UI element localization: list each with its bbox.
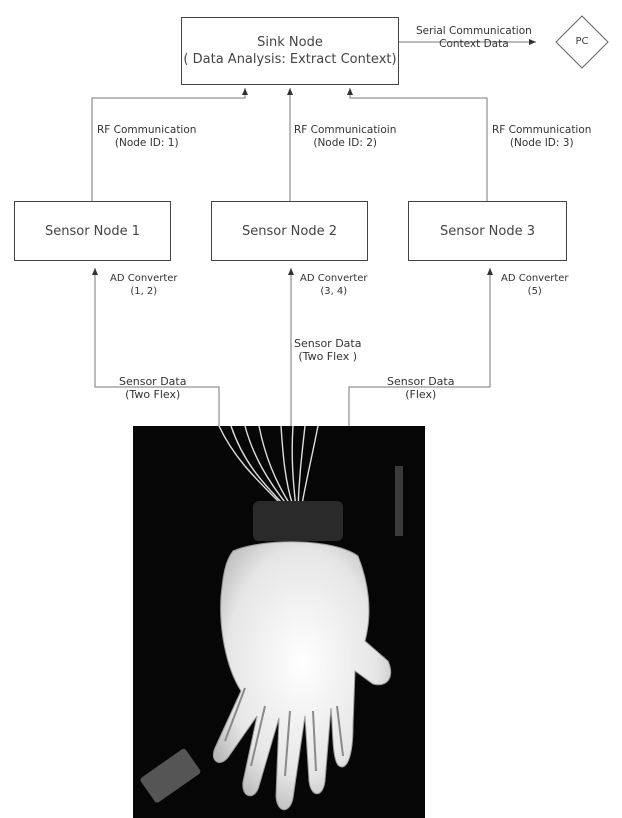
ad-converter-1-line2: (1, 2) <box>110 285 178 298</box>
rf-label-1-line2: (Node ID: 1) <box>97 137 196 150</box>
ad-converter-3-line1: AD Converter <box>501 272 569 285</box>
sensor-node-1-box: Sensor Node 1 <box>14 201 171 261</box>
ad-converter-1: AD Converter (1, 2) <box>110 272 178 298</box>
wrist-connector <box>253 501 343 541</box>
sink-node-title: Sink Node <box>257 34 323 51</box>
sensor-node-2-box: Sensor Node 2 <box>211 201 368 261</box>
sink-node-subtitle: ( Data Analysis: Extract Context) <box>183 51 396 68</box>
sensor-data-1-line2: (Two Flex) <box>119 388 186 401</box>
sensor-data-3-line2: (Flex) <box>387 388 454 401</box>
serial-label-line1: Serial Communication <box>416 25 532 38</box>
ruler-mark <box>395 466 403 536</box>
sensor-node-1-label: Sensor Node 1 <box>45 223 140 240</box>
sensor-node-3-label: Sensor Node 3 <box>440 223 535 240</box>
sensor-data-3-line1: Sensor Data <box>387 375 454 388</box>
sink-node-box: Sink Node ( Data Analysis: Extract Conte… <box>181 17 399 85</box>
sensor-data-2-line1: Sensor Data <box>294 337 361 350</box>
rf-label-2: RF Communicatioin (Node ID: 2) <box>294 124 396 150</box>
glove-photo <box>133 426 425 818</box>
sensor-data-1: Sensor Data (Two Flex) <box>119 375 186 401</box>
ad-converter-1-line1: AD Converter <box>110 272 178 285</box>
rf-label-3-line1: RF Communication <box>492 124 591 137</box>
rf-label-3: RF Communication (Node ID: 3) <box>492 124 591 150</box>
rf-label-1: RF Communication (Node ID: 1) <box>97 124 196 150</box>
rf-label-2-line1: RF Communicatioin <box>294 124 396 137</box>
rf-label-3-line2: (Node ID: 3) <box>492 137 591 150</box>
sensor-arrow-3 <box>349 268 490 430</box>
sensor-node-3-box: Sensor Node 3 <box>408 201 567 261</box>
sensor-node-2-label: Sensor Node 2 <box>242 223 337 240</box>
ad-converter-3-line2: (5) <box>501 285 569 298</box>
serial-label: Serial Communication Context Data <box>416 25 532 51</box>
rf-label-2-line2: (Node ID: 2) <box>294 137 396 150</box>
ad-converter-2-line2: (3, 4) <box>300 285 368 298</box>
rf-label-1-line1: RF Communication <box>97 124 196 137</box>
ad-converter-3: AD Converter (5) <box>501 272 569 298</box>
serial-label-line2: Context Data <box>416 38 532 51</box>
sensor-data-1-line1: Sensor Data <box>119 375 186 388</box>
pc-label: PC <box>562 36 602 47</box>
ad-converter-2-line1: AD Converter <box>300 272 368 285</box>
sensor-data-3: Sensor Data (Flex) <box>387 375 454 401</box>
sensor-data-2-line2: (Two Flex ) <box>294 350 361 363</box>
glove-illustration <box>133 426 425 818</box>
sensor-data-2: Sensor Data (Two Flex ) <box>294 337 361 363</box>
ad-converter-2: AD Converter (3, 4) <box>300 272 368 298</box>
